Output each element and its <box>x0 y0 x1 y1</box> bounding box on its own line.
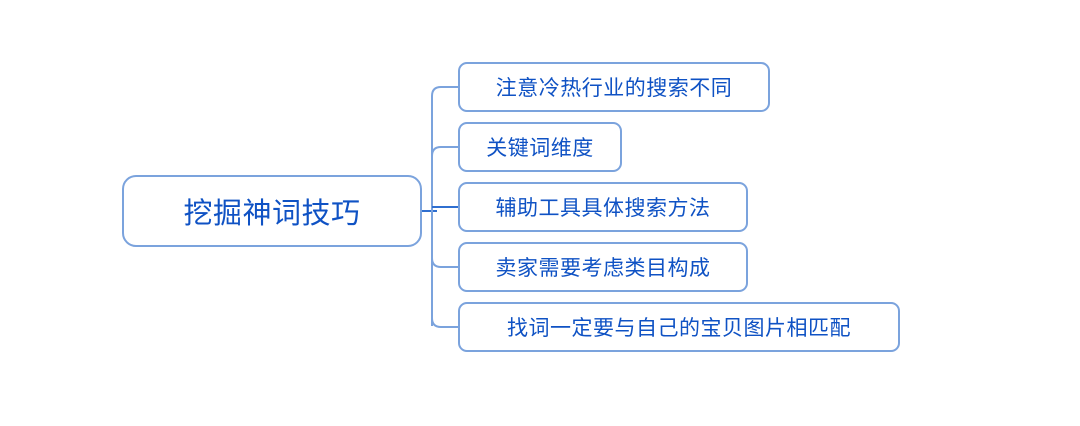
mindmap-child-node-1[interactable]: 注意冷热行业的搜索不同 <box>458 62 770 112</box>
connector-branch-0 <box>431 86 458 97</box>
mindmap-child-node-4[interactable]: 卖家需要考虑类目构成 <box>458 242 748 292</box>
connector-branch-3 <box>431 257 458 268</box>
mindmap-child-label-5: 找词一定要与自己的宝贝图片相匹配 <box>507 316 851 340</box>
mindmap-root-label: 挖掘神词技巧 <box>183 198 361 230</box>
mindmap-child-node-5[interactable]: 找词一定要与自己的宝贝图片相匹配 <box>458 302 900 352</box>
mindmap-child-label-1: 注意冷热行业的搜索不同 <box>495 76 733 100</box>
mindmap-child-node-3[interactable]: 辅助工具具体搜索方法 <box>458 182 748 232</box>
mindmap-child-node-2[interactable]: 关键词维度 <box>458 122 622 172</box>
connector-branch-4 <box>431 317 458 328</box>
mindmap-child-label-3: 辅助工具具体搜索方法 <box>495 196 711 220</box>
connector-branch-1 <box>431 146 458 157</box>
mindmap-child-label-2: 关键词维度 <box>486 136 594 160</box>
mindmap-root-node[interactable]: 挖掘神词技巧 <box>122 175 422 247</box>
mindmap-child-label-4: 卖家需要考虑类目构成 <box>495 256 711 280</box>
